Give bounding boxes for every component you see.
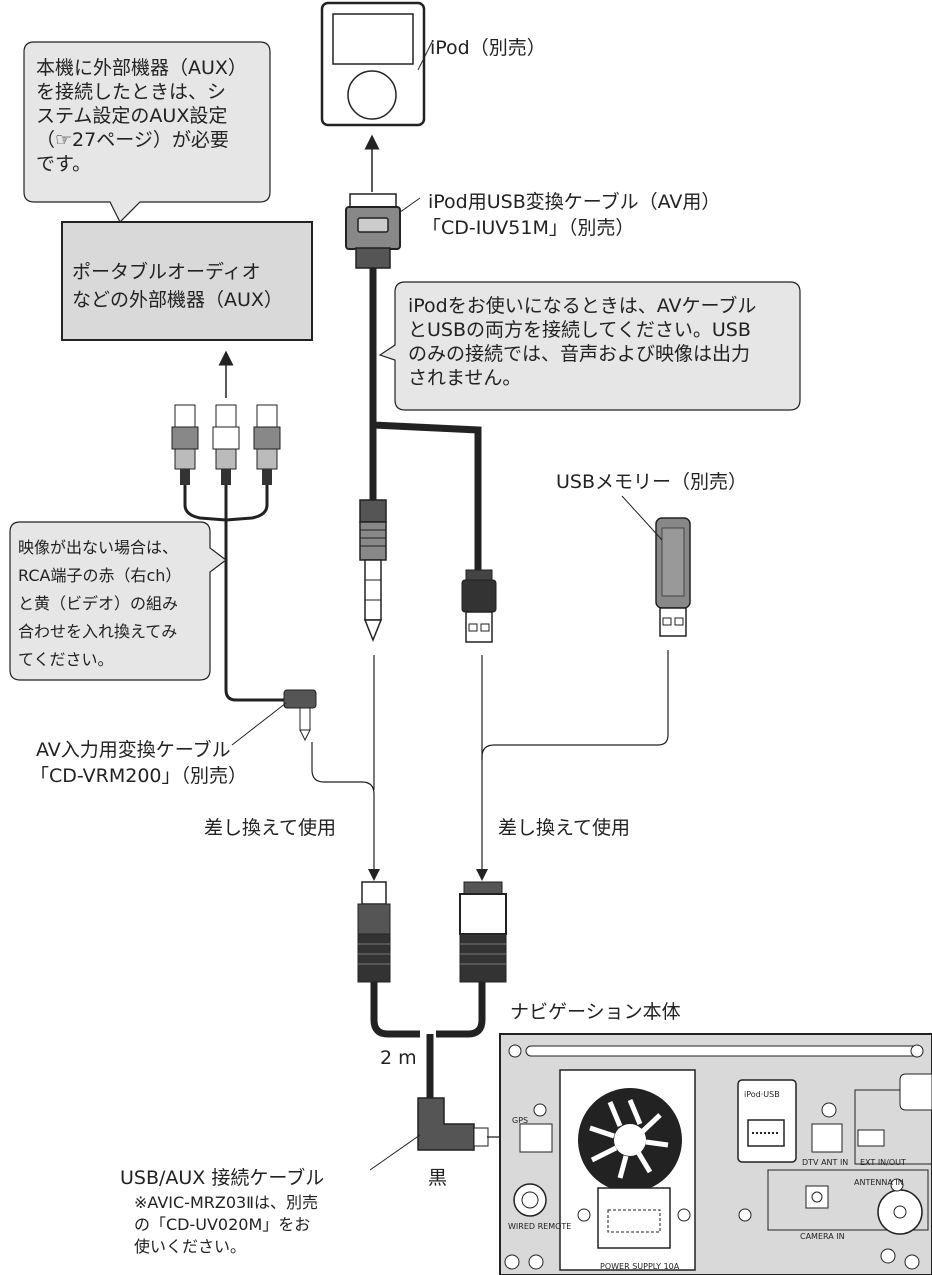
rca-note-text: 映像が出ない場合は、 RCA端子の赤（右ch） と黄（ビデオ）の組み 合わせを入… — [18, 534, 181, 674]
aux-note-text: 本機に外部機器（AUX） を接続したときは、シ ステム設定のAUX設定 （☞27… — [36, 56, 247, 176]
rca-note-line: 合わせを入れ換えてみ — [18, 622, 178, 641]
rca-note-callout — [9, 521, 227, 681]
ipod-label: iPod（別売） — [430, 37, 546, 59]
rca-note-line: てください。 — [18, 650, 114, 669]
aux-note-callout — [23, 41, 271, 224]
rca-plugs — [171, 404, 285, 702]
mini-plug-connector — [359, 499, 387, 643]
usb-aux-plug — [417, 1097, 489, 1151]
usb-memory-label: USBメモリー（別売） — [556, 471, 748, 493]
rca-note-line: と黄（ビデオ）の組み — [18, 594, 179, 613]
swap-left-line — [311, 742, 380, 881]
swap-right-line — [476, 650, 669, 881]
aux-device-box — [61, 221, 313, 341]
ipod-note-line: のみの接続では、音声および映像は出力 — [408, 343, 751, 365]
aux-device-line: ポータブルオーディオ — [72, 261, 261, 283]
ipod-usb-cable-label-2: 「CD-IUV51M」（別売） — [422, 217, 635, 239]
av-cable-label-2: 「CD-VRM200」（別売） — [30, 765, 247, 787]
aux-note-line: を接続したときは、シ — [36, 81, 227, 103]
av-jack-receiver — [357, 881, 391, 983]
ipod-note-callout — [378, 281, 801, 411]
aux-note-line: ステム設定のAUX設定 — [36, 105, 228, 127]
usb-memory-stick — [655, 517, 691, 637]
ipod-note-line: iPodをお使いになるときは、AVケーブル — [408, 295, 757, 317]
rca-note-line: RCA端子の赤（右ch） — [18, 566, 182, 585]
dock-connector — [345, 193, 401, 269]
port-antenna-label: ANTENNA IN — [854, 1178, 904, 1187]
usb-jack-receiver — [459, 881, 507, 983]
port-wired-label: WIRED REMOTE — [508, 1222, 572, 1231]
port-camera-label: CAMERA IN — [800, 1232, 845, 1241]
usb-aux-leader — [369, 1134, 421, 1171]
ipod-note-line: されません。 — [408, 367, 522, 389]
usb-branch-cable — [369, 268, 482, 575]
ipod-leader — [417, 41, 433, 71]
av-cable-label-1: AV入力用変換ケーブル — [36, 739, 231, 761]
ipod-note-text: iPodをお使いになるときは、AVケーブル とUSBの両方を接続してください。U… — [408, 294, 756, 390]
aux-note-line: （☞27ページ）が必要 — [36, 129, 229, 151]
usb-aux-cable-label: USB/AUX 接続ケーブル — [120, 1167, 325, 1189]
ipod-device — [320, 1, 426, 127]
usb-aux-cable-note: ※AVIC-MRZ03Ⅱは、別売 の「CD-UV020M」をお 使いください。 — [134, 1192, 318, 1258]
usb-plug-connector — [461, 569, 497, 643]
cable-length-label: 2 m — [380, 1047, 417, 1069]
swap-left-label: 差し換えて使用 — [204, 817, 337, 839]
rca-note-line: 映像が出ない場合は、 — [18, 538, 179, 557]
ipod-note-line: とUSBの両方を接続してください。USB — [408, 319, 751, 341]
usb-aux-note-line: ※AVIC-MRZ03Ⅱは、別売 — [134, 1193, 319, 1212]
swap-right-label: 差し換えて使用 — [498, 817, 631, 839]
navigation-unit — [499, 1033, 932, 1275]
port-gps-label: GPS — [512, 1116, 529, 1125]
usb-aux-note-line: の「CD-UV020M」をお — [134, 1215, 311, 1234]
aux-note-line: 本機に外部機器（AUX） — [36, 57, 247, 79]
aux-note-line: です。 — [36, 153, 92, 175]
port-ipod-usb-label: iPod·USB — [744, 1090, 780, 1099]
port-dtv-label: DTV ANT IN — [802, 1158, 849, 1167]
aux-device-label: ポータブルオーディオ などの外部機器（AUX） — [72, 258, 283, 314]
port-ext-label: EXT IN/OUT — [860, 1158, 906, 1167]
black-color-label: 黒 — [428, 1167, 448, 1189]
y-cable — [370, 982, 486, 1100]
av-cable-plug — [283, 689, 317, 742]
av-cable-leader — [231, 702, 287, 746]
navi-title: ナビゲーション本体 — [510, 1001, 681, 1023]
aux-device-line: などの外部機器（AUX） — [72, 289, 283, 311]
ipod-usb-cable-label-1: iPod用USB変換ケーブル（AV用） — [428, 191, 721, 213]
usb-aux-note-line: 使いください。 — [134, 1237, 247, 1256]
usb-memory-leader — [621, 495, 663, 541]
port-power-label: POWER SUPPLY 10A — [600, 1262, 680, 1271]
